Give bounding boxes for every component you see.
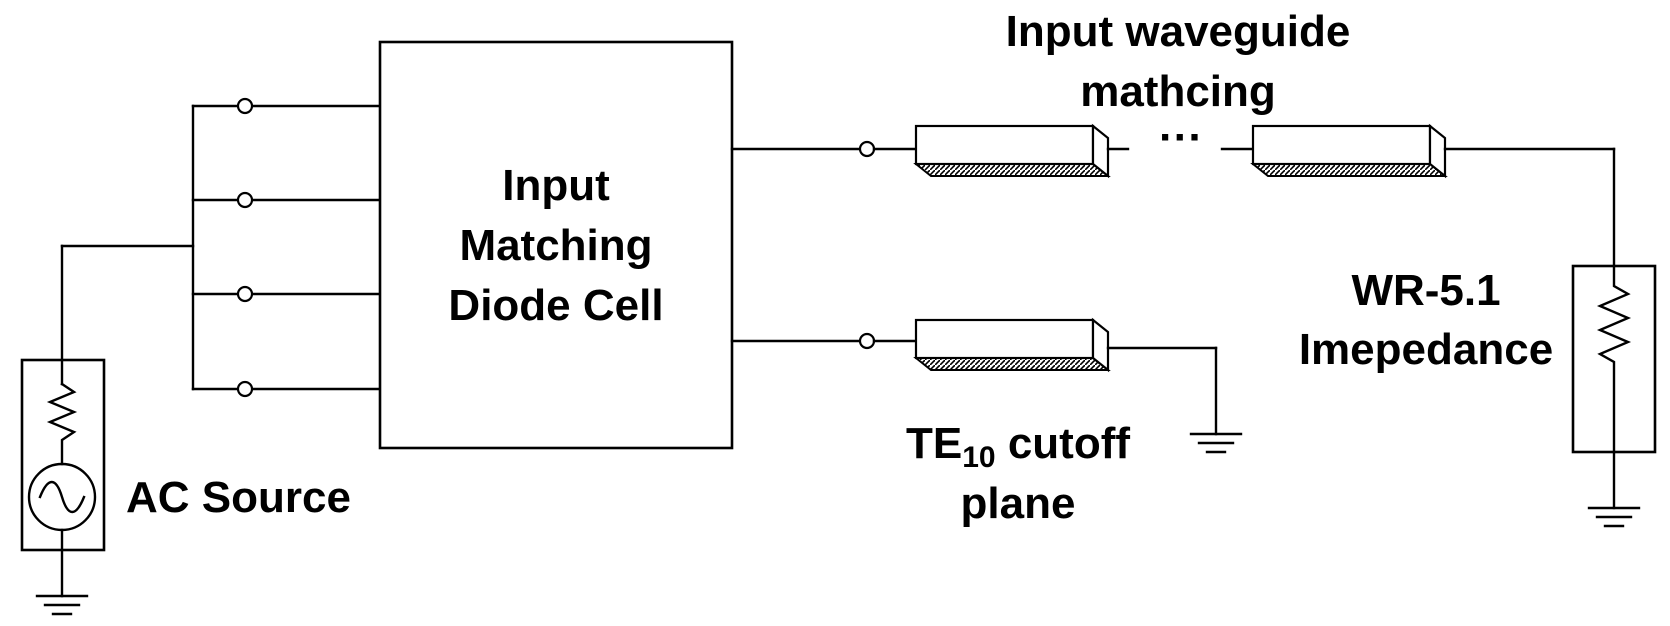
- waveguide-matching-chain: ··· Input waveguide mathcing: [730, 7, 1616, 268]
- cutoff-plane-branch: TE10 cutoff plane: [730, 317, 1243, 528]
- input-port-terminal-1: [236, 97, 254, 115]
- lower-output-terminal: [858, 332, 876, 350]
- ac-source-label: AC Source: [126, 473, 351, 522]
- cutoff-te-text: TE: [906, 419, 962, 468]
- cutoff-subscript: 10: [962, 441, 995, 474]
- load-resistor-icon: [1596, 264, 1632, 454]
- waveguide-section-1-icon: [913, 123, 1111, 179]
- cutoff-waveguide-icon: [913, 317, 1111, 373]
- input-bus: [60, 97, 382, 398]
- load-ground-icon: [1587, 506, 1641, 528]
- input-port-terminal-2: [236, 191, 254, 209]
- wr51-load: WR-5.1 Imepedance: [1299, 264, 1657, 528]
- source-resistor-icon: [46, 382, 78, 466]
- load-label-line1: WR-5.1: [1351, 266, 1500, 315]
- cutoff-label-line2: plane: [961, 479, 1076, 528]
- input-port-terminal-3: [236, 285, 254, 303]
- matching-diode-cell: Input Matching Diode Cell: [378, 40, 734, 450]
- cutoff-ground-icon: [1189, 432, 1243, 454]
- matching-cell-label-line3: Diode Cell: [448, 281, 663, 330]
- input-port-terminal-4: [236, 380, 254, 398]
- upper-output-terminal: [858, 140, 876, 158]
- matching-diode-cell-box: [378, 40, 734, 450]
- load-label-line2: Imepedance: [1299, 325, 1553, 374]
- matching-cell-label-line2: Matching: [459, 221, 652, 270]
- waveguide-label-line2: mathcing: [1080, 67, 1276, 116]
- sine-wave-icon: [38, 480, 86, 514]
- ac-source: AC Source: [20, 244, 351, 616]
- waveguide-section-2-icon: [1250, 123, 1448, 179]
- cutoff-label-line1: TE10 cutoff: [906, 419, 1130, 474]
- waveguide-ellipsis: ···: [1159, 113, 1203, 162]
- source-ground-icon: [35, 594, 89, 616]
- cutoff-rest-text: cutoff: [996, 419, 1131, 468]
- waveguide-label-line1: Input waveguide: [1006, 7, 1351, 56]
- matching-cell-label-line1: Input: [502, 161, 610, 210]
